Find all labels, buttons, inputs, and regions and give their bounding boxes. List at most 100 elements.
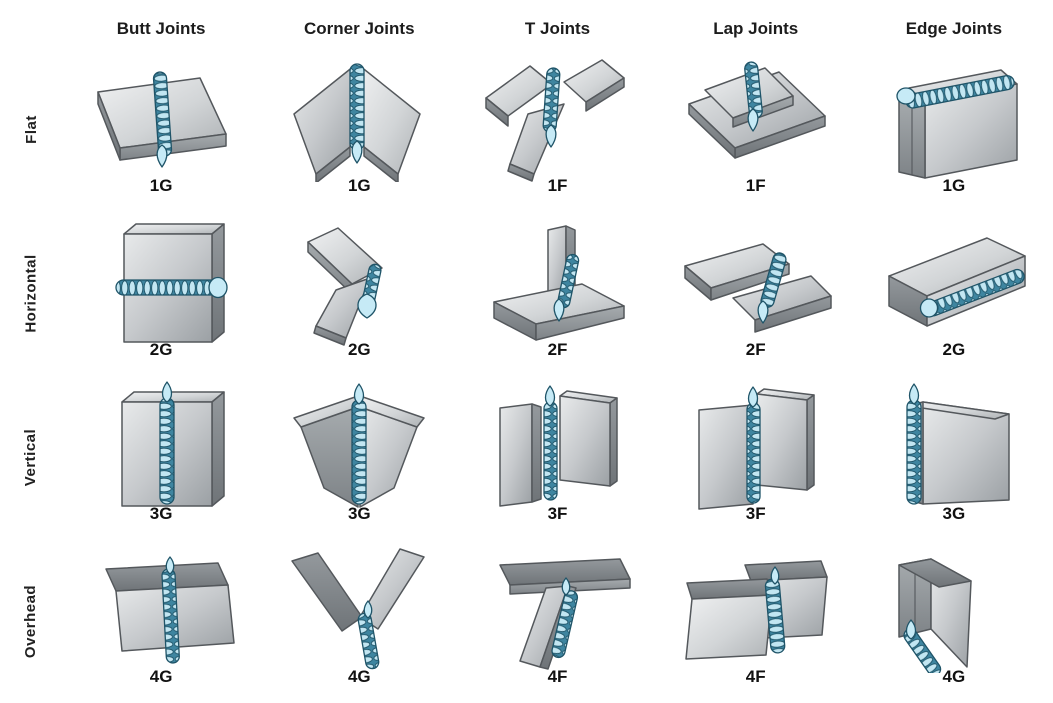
vertical-edge-weld-illustration xyxy=(906,382,1010,505)
overhead-edge-weld-illustration xyxy=(898,558,972,674)
weld-bead xyxy=(903,619,942,674)
weld-position-code: 4F xyxy=(745,667,766,687)
weld-position-code: 4G xyxy=(347,667,371,687)
weld-bead xyxy=(896,75,1015,109)
cell-vertical-edge: 3G xyxy=(855,376,1053,540)
plates xyxy=(293,65,422,182)
weld-bead xyxy=(357,263,382,319)
weld-bead xyxy=(553,253,580,322)
flat-corner-weld-illustration xyxy=(293,63,422,182)
column-header-edge-joints: Edge Joints xyxy=(905,19,1003,38)
weld-puddle xyxy=(905,619,917,640)
overhead-butt-weld-illustration xyxy=(105,556,235,664)
weld-puddle xyxy=(562,577,571,596)
cell-horizontal-lap: 2F xyxy=(657,212,855,376)
plates xyxy=(684,560,828,660)
cell-overhead-t: 4F xyxy=(458,539,656,703)
plates xyxy=(493,225,626,341)
plates xyxy=(293,394,426,508)
cell-vertical-t: 3F xyxy=(458,376,656,540)
cell-flat-butt: 1G xyxy=(62,48,260,212)
weld-bead xyxy=(351,382,367,505)
plates xyxy=(499,389,619,507)
weld-puddle xyxy=(908,382,920,405)
column-header-butt-joints: Butt Joints xyxy=(116,19,206,38)
weld-bead xyxy=(746,385,761,504)
row-label-overhead: Overhead xyxy=(22,584,40,658)
weld-position-code: 2G xyxy=(347,339,371,359)
weld-puddle xyxy=(545,384,556,407)
row-label-horizontal: Horizontal xyxy=(22,254,40,333)
weld-position-code: 1G xyxy=(149,176,173,195)
plates xyxy=(908,400,1010,505)
weld-position-code: 4G xyxy=(149,667,173,687)
weld-puddle xyxy=(545,124,558,148)
cell-horizontal-t: 2F xyxy=(458,212,656,376)
weld-position-code: 3G xyxy=(347,503,371,523)
weld-puddle xyxy=(919,298,939,318)
overhead-corner-weld-illustration xyxy=(291,548,426,670)
weld-position-code: 4G xyxy=(942,667,966,687)
cell-horizontal-corner: 2G xyxy=(260,212,458,376)
plates xyxy=(683,243,832,333)
cell-overhead-edge: 4G xyxy=(855,539,1053,703)
weld-bead xyxy=(919,268,1025,318)
horizontal-lap-weld-illustration xyxy=(683,243,832,333)
weld-puddle xyxy=(357,293,377,319)
weld-position-code: 2F xyxy=(745,339,766,359)
weld-bead xyxy=(357,600,380,670)
flat-edge-weld-illustration xyxy=(896,69,1018,179)
weld-position-code: 3F xyxy=(745,503,766,523)
weld-bead xyxy=(115,276,228,298)
weld-bead xyxy=(161,556,181,664)
cell-vertical-butt: 3G xyxy=(62,376,260,540)
weld-position-code: 1F xyxy=(745,176,766,195)
weld-position-code: 2G xyxy=(149,339,173,359)
vertical-butt-weld-illustration xyxy=(121,380,225,507)
weld-puddle xyxy=(351,140,363,164)
row-label-vertical: Vertical xyxy=(22,428,40,487)
cell-flat-lap: 1F xyxy=(657,48,855,212)
plates xyxy=(697,387,815,510)
cell-vertical-corner: 3G xyxy=(260,376,458,540)
weld-puddle xyxy=(770,566,780,585)
cell-overhead-butt: 4G xyxy=(62,539,260,703)
weld-bead xyxy=(349,63,365,164)
weld-bead xyxy=(757,252,787,324)
plates xyxy=(898,558,972,668)
vertical-t-weld-illustration xyxy=(499,384,619,507)
column-header-corner-joints: Corner Joints xyxy=(304,19,415,38)
overhead-t-weld-illustration xyxy=(499,558,632,670)
weld-bead xyxy=(543,384,559,501)
weld-position-code: 3G xyxy=(149,503,173,523)
weld-puddle xyxy=(208,276,228,298)
weld-bead xyxy=(764,566,786,654)
weld-puddle xyxy=(896,87,916,105)
weld-puddle xyxy=(757,300,769,324)
grid-corner-spacer xyxy=(0,0,62,48)
weld-puddle xyxy=(363,600,373,619)
weld-position-code: 2G xyxy=(942,339,966,359)
weld-puddle xyxy=(165,556,175,575)
overhead-lap-weld-illustration xyxy=(684,560,828,660)
vertical-lap-weld-illustration xyxy=(697,385,815,510)
plates xyxy=(307,227,384,346)
column-header-t-joints: T Joints xyxy=(524,19,591,38)
vertical-corner-weld-illustration xyxy=(293,382,426,508)
flat-butt-weld-illustration xyxy=(97,71,227,168)
weld-position-code: 3G xyxy=(942,503,966,523)
weld-puddle xyxy=(354,382,365,405)
weld-position-code: 1G xyxy=(347,176,371,195)
weld-puddle xyxy=(747,385,758,408)
weld-position-code: 4F xyxy=(547,667,568,687)
horizontal-edge-weld-illustration xyxy=(888,237,1026,327)
horizontal-butt-weld-illustration xyxy=(115,223,228,343)
flat-t-weld-illustration xyxy=(485,59,626,182)
weld-bead xyxy=(743,61,763,132)
flat-lap-weld-illustration xyxy=(687,61,826,159)
cell-horizontal-butt: 2G xyxy=(62,212,260,376)
weld-position-code: 3F xyxy=(547,503,568,523)
horizontal-corner-weld-illustration xyxy=(307,227,384,346)
weld-puddle xyxy=(161,380,173,403)
